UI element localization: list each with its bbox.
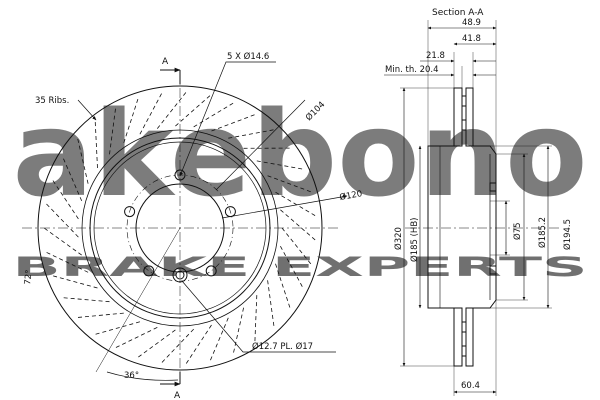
rib-line [44, 201, 79, 238]
rib-line [280, 209, 318, 243]
section-mark-bottom-label: A [174, 391, 181, 400]
rib-line [50, 177, 79, 220]
rib-line [211, 113, 258, 132]
bolt-hole [124, 206, 136, 218]
angle-label: 36° [124, 371, 139, 381]
rib-line [92, 321, 141, 336]
rib-line [159, 328, 194, 365]
center-bore-label: Ø120 [339, 188, 363, 203]
rib-line [228, 128, 277, 139]
rib-line [139, 90, 164, 135]
dim-outer-diameter: Ø320 [393, 227, 404, 250]
rib-line [61, 155, 83, 202]
bolt-hole [143, 265, 155, 277]
rib-line [193, 101, 236, 128]
front-view [22, 70, 340, 382]
watermark-tagline: BRAKE EXPERTS [13, 252, 588, 283]
lower-vane-2 [461, 345, 467, 357]
dim-center-bore: Ø75 [512, 222, 523, 240]
friction-ring-upper-outboard [453, 87, 463, 147]
rib-line [208, 317, 229, 364]
min-thickness: Min. th. 20.4 [385, 65, 439, 75]
angle-left-label: 72° [23, 269, 35, 285]
bolt-holes-label: 5 X Ø14.6 [227, 51, 269, 62]
dim-overall-width: 48.9 [462, 18, 481, 28]
center-bore-leader [221, 195, 348, 219]
ventilation-ribs [41, 89, 318, 367]
section-marker-bottom: A [160, 372, 181, 400]
bolt-holes-leader [179, 61, 276, 177]
ribs-leader [77, 99, 97, 121]
rib-line [123, 96, 140, 144]
rib-line [41, 226, 82, 256]
rib-line [76, 136, 89, 184]
rib-line [135, 329, 176, 360]
rib-line [232, 307, 244, 356]
rib-line [156, 89, 189, 129]
rib-line [267, 175, 314, 194]
pin-leader [181, 280, 336, 353]
rib-line [254, 295, 258, 345]
dim-hat-outer: Ø194.5 [562, 219, 573, 250]
rib-line [75, 312, 124, 319]
friction-ring-lower-inboard [465, 307, 474, 367]
rib-line [94, 119, 98, 169]
rib-line [109, 105, 117, 155]
upper-vane-2 [461, 119, 467, 131]
lower-vane [461, 321, 467, 333]
upper-vane [461, 95, 467, 107]
dim-bottom-width: 60.4 [461, 381, 480, 391]
rib-line [267, 280, 275, 329]
ribs-label: 35 Ribs. [35, 96, 69, 106]
section-title: Section A-A [432, 8, 484, 18]
dim-hat-diameter: Ø185.2 [537, 217, 548, 248]
dim-hat-depth: 41.8 [462, 34, 481, 44]
rib-line [50, 274, 98, 289]
pin-label: Ø12.7 PL. Ø17 [252, 341, 313, 352]
hat-profile [427, 145, 497, 309]
angle-ray-left [95, 227, 181, 373]
rib-line [43, 250, 89, 273]
rib-line [275, 263, 292, 311]
bolt-hole-section-upper [489, 182, 497, 192]
bolt-hole-section-lower [489, 265, 497, 275]
section-dimensions: 48.9 41.8 21.8 Min. th. 20.4 Ø320 Ø185 (… [384, 18, 573, 396]
rib-line [113, 327, 158, 350]
pcd-leader [215, 99, 306, 191]
angle-arc [106, 371, 179, 381]
rib-line [175, 93, 213, 127]
dim-hub-bore: Ø185 (HB) [409, 218, 420, 262]
rib-line [256, 160, 306, 170]
section-view: Section A-A [405, 8, 560, 367]
dim-offset: 21.8 [426, 51, 445, 61]
watermark-logo: akebono [13, 85, 588, 223]
watermark: akebono BRAKE EXPERTS [13, 85, 588, 283]
friction-ring-lower-outboard [453, 307, 463, 367]
rib-line [281, 227, 313, 267]
section-marker-top: A [160, 57, 181, 84]
rib-line [60, 297, 110, 303]
rib-line [184, 324, 212, 367]
section-mark-top-label: A [162, 57, 169, 67]
bolt-hole [205, 265, 217, 277]
friction-ring-upper-inboard [465, 87, 474, 147]
disc-outer-edge [37, 85, 323, 371]
rib-line [280, 246, 305, 290]
